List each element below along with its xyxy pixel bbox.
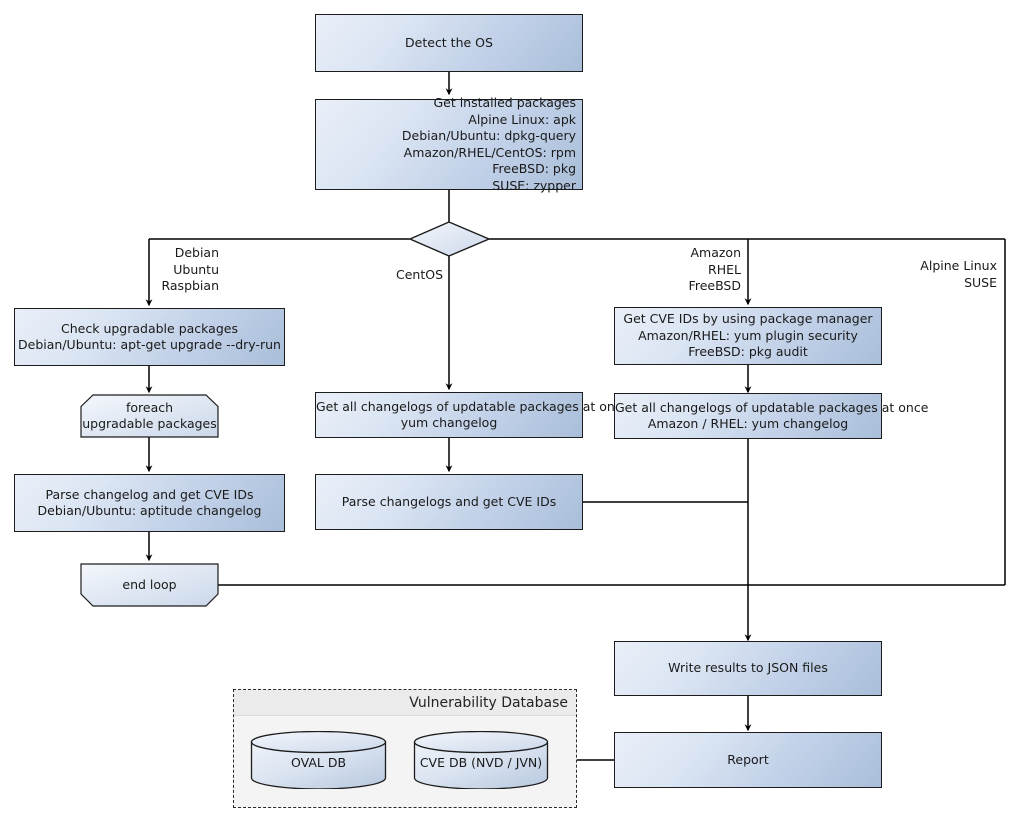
write-results-label: Write results to JSON files (668, 660, 828, 676)
database-oval-db[interactable]: OVAL DB (250, 731, 387, 789)
node-end-loop[interactable]: end loop (80, 563, 219, 607)
pkg-line-5: FreeBSD: pkg (492, 161, 576, 176)
oval-db-label: OVAL DB (290, 754, 347, 770)
branch-label-alpine: Alpine Linux SUSE (858, 258, 997, 291)
cylinder-shape-cve (413, 731, 549, 789)
branch-amazon-1: Amazon (690, 245, 741, 260)
node-detect-os-label: Detect the OS (405, 34, 493, 50)
pkg-line-6: SUSE: zypper (492, 177, 576, 193)
foreach-shape-outline (80, 394, 219, 438)
node-get-changelogs-centos[interactable]: Get all changelogs of updatable packages… (315, 392, 629, 438)
node-get-cve-ids-pkgmgr[interactable]: Get CVE IDs by using package manager Ama… (614, 307, 882, 365)
branch-amazon-3: FreeBSD (688, 278, 741, 294)
node-parse-changelogs-centos[interactable]: Parse changelogs and get CVE IDs (315, 474, 583, 530)
cylinder-shape-oval (250, 731, 387, 789)
pkg-line-1: Get installed packages (433, 95, 576, 110)
node-get-changelogs-amazon[interactable]: Get all changelogs of updatable packages… (614, 393, 928, 439)
node-parse-changelog-debian[interactable]: Parse changelog and get CVE IDs Debian/U… (14, 474, 285, 532)
cveids-line-2: Amazon/RHEL: yum plugin security (638, 327, 858, 343)
pkg-line-3: Debian/Ubuntu: dpkg-query (401, 128, 576, 143)
end-loop-label: end loop (122, 576, 177, 592)
vulnerability-database-title: Vulnerability Database (234, 690, 576, 716)
node-write-results[interactable]: Write results to JSON files (614, 641, 882, 696)
parse-deb-line-2: Debian/Ubuntu: aptitude changelog (37, 503, 262, 518)
branch-debian-3: Raspbian (161, 278, 219, 294)
report-label: Report (727, 751, 769, 767)
foreach-line-1: foreach (125, 399, 174, 415)
check-line-1: Check upgradable packages (61, 320, 238, 336)
branch-alpine-1: Alpine Linux (920, 258, 997, 273)
branch-label-debian: Debian Ubuntu Raspbian (82, 245, 219, 295)
node-detect-os[interactable]: Detect the OS (315, 14, 583, 72)
foreach-line-2: upgradable packages (82, 416, 217, 431)
cve-db-label: CVE DB (NVD / JVN) (419, 754, 543, 770)
parse-deb-line-1: Parse changelog and get CVE IDs (45, 486, 254, 502)
node-report[interactable]: Report (614, 732, 882, 788)
node-get-installed-packages[interactable]: Get installed packages Alpine Linux: apk… (315, 95, 583, 193)
branch-label-amazon: Amazon RHEL FreeBSD (604, 245, 741, 295)
branch-centos-1: CentOS (395, 267, 443, 282)
centos-chg-line-1: Get all changelogs of updatable packages… (316, 398, 630, 414)
cveids-line-1: Get CVE IDs by using package manager (623, 311, 873, 327)
centos-chg-line-2: yum changelog (400, 415, 498, 430)
branch-alpine-2: SUSE (964, 274, 997, 290)
pkg-line-4: Amazon/RHEL/CentOS: rpm (403, 144, 576, 160)
node-check-upgradable[interactable]: Check upgradable packages Debian/Ubuntu:… (14, 308, 285, 366)
branch-amazon-2: RHEL (708, 261, 741, 277)
branch-debian-1: Debian (174, 245, 219, 260)
branch-debian-2: Ubuntu (173, 261, 219, 277)
vuln-db-title-label: Vulnerability Database (409, 694, 568, 711)
decision-diamond (408, 221, 491, 257)
cveids-line-3: FreeBSD: pkg audit (688, 344, 808, 360)
branch-label-centos: CentOS (325, 267, 443, 284)
database-cve-db[interactable]: CVE DB (NVD / JVN) (413, 731, 549, 789)
node-foreach-loop[interactable]: foreach upgradable packages (80, 394, 219, 438)
parse-centos-label: Parse changelogs and get CVE IDs (341, 493, 557, 509)
amazon-chg-line-1: Get all changelogs of updatable packages… (615, 399, 929, 415)
check-line-2: Debian/Ubuntu: apt-get upgrade --dry-run (18, 337, 281, 352)
amazon-chg-line-2: Amazon / RHEL: yum changelog (647, 416, 849, 431)
pkg-line-2: Alpine Linux: apk (468, 111, 576, 127)
end-loop-shape-outline (80, 563, 219, 607)
